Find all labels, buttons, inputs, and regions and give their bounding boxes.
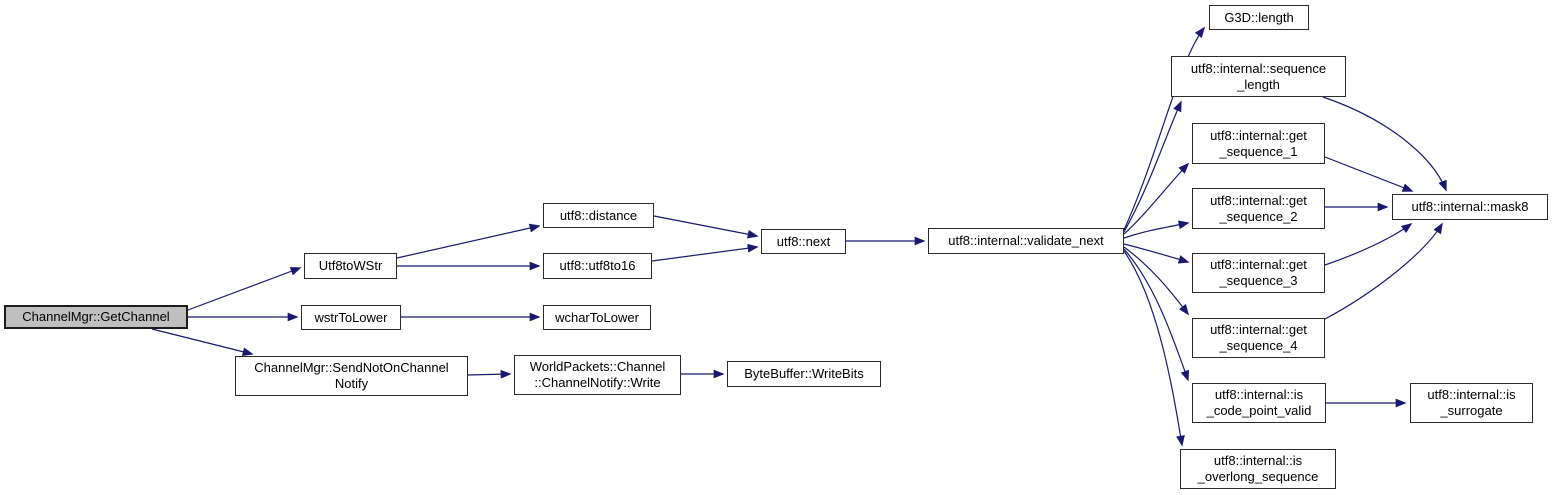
node-utf8-internal-is-overlong-sequence[interactable]: utf8::internal::is _overlong_sequence — [1180, 449, 1336, 489]
node-wchartolower[interactable]: wcharToLower — [543, 305, 651, 330]
edge-getsequence3-to-mask8 — [1324, 223, 1413, 266]
node-wstrtolower[interactable]: wstrToLower — [301, 305, 401, 330]
edge-validatenext-to-iscodepointvalid — [1123, 248, 1190, 382]
node-utf8-internal-validate-next[interactable]: utf8::internal::validate_next — [928, 228, 1124, 254]
edge-validatenext-to-getsequence1 — [1123, 162, 1190, 235]
edge-validatenext-to-sequencelength — [1123, 100, 1182, 233]
node-utf8-internal-sequence-length[interactable]: utf8::internal::sequence _length — [1171, 56, 1346, 97]
edge-getsequence4-to-mask8 — [1324, 222, 1443, 320]
edge-validatenext-to-getsequence2 — [1123, 220, 1190, 239]
edge-getchannel-to-sendnotonchannel — [151, 328, 254, 357]
node-utf8towstr[interactable]: Utf8toWStr — [304, 253, 397, 279]
edge-getchannel-to-utf8towstr — [187, 267, 302, 311]
edge-validatenext-to-getsequence4 — [1123, 246, 1189, 316]
node-worldpackets-channelnotify-write[interactable]: WorldPackets::Channel ::ChannelNotify::W… — [514, 355, 681, 395]
node-utf8-internal-is-code-point-valid[interactable]: utf8::internal::is _code_point_valid — [1192, 383, 1326, 423]
node-utf8-internal-get-sequence-4[interactable]: utf8::internal::get _sequence_4 — [1192, 318, 1325, 358]
edge-utf8to16-to-next — [651, 243, 759, 262]
node-utf8-distance[interactable]: utf8::distance — [543, 203, 654, 228]
edge-validatenext-to-isoverlongsequence — [1123, 250, 1185, 447]
node-utf8-internal-get-sequence-2[interactable]: utf8::internal::get _sequence_2 — [1192, 188, 1325, 229]
node-utf8-internal-get-sequence-3[interactable]: utf8::internal::get _sequence_3 — [1192, 253, 1325, 293]
edge-sequencelength-to-mask8 — [1322, 96, 1447, 192]
edge-distance-to-next — [653, 215, 759, 239]
edge-utf8towstr-to-distance — [396, 223, 541, 259]
node-utf8-next[interactable]: utf8::next — [761, 229, 846, 254]
node-channelmgr-sendnotonchannelnotify[interactable]: ChannelMgr::SendNotOnChannel Notify — [235, 356, 468, 396]
node-bytebuffer-writebits[interactable]: ByteBuffer::WriteBits — [727, 361, 881, 387]
node-utf8-internal-is-surrogate[interactable]: utf8::internal::is _surrogate — [1410, 383, 1533, 423]
node-utf8-internal-get-sequence-1[interactable]: utf8::internal::get _sequence_1 — [1192, 123, 1325, 164]
node-channelmgr-getchannel: ChannelMgr::GetChannel — [4, 305, 188, 329]
edge-validatenext-to-getsequence3 — [1123, 243, 1190, 264]
node-g3d-length[interactable]: G3D::length — [1209, 5, 1309, 30]
edge-getsequence1-to-mask8 — [1324, 156, 1414, 192]
edge-validatenext-to-g3dlength — [1123, 26, 1206, 231]
node-utf8-internal-mask8[interactable]: utf8::internal::mask8 — [1392, 194, 1548, 220]
edge-sendnotonchannel-to-channelnotifywrite — [467, 369, 512, 379]
node-utf8-utf8to16[interactable]: utf8::utf8to16 — [543, 253, 652, 279]
